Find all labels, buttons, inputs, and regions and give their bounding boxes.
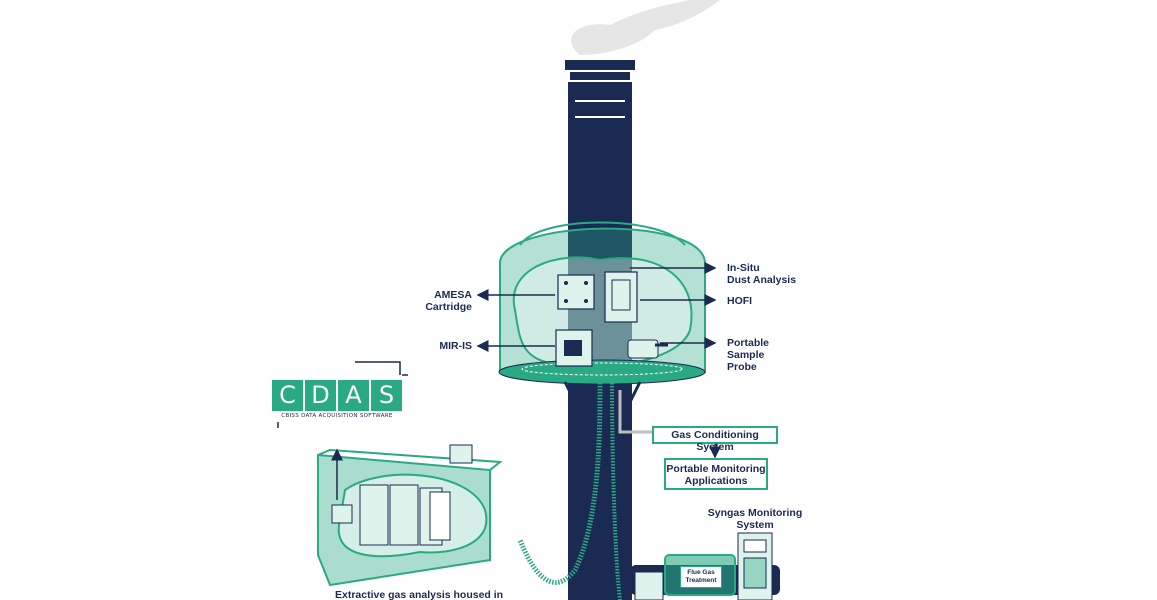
portable-monitoring-box: Portable Monitoring Applications bbox=[664, 458, 768, 490]
label-extractive: Extractive gas analysis housed in bbox=[335, 589, 504, 600]
sample-line-2 bbox=[610, 379, 622, 600]
smoke bbox=[571, 0, 720, 55]
sample-line bbox=[517, 379, 603, 585]
analyser-shelter bbox=[317, 444, 503, 587]
label-amesa: AMESA Cartridge bbox=[425, 289, 472, 313]
label-syngas: Syngas Monitoring System bbox=[707, 507, 803, 531]
label-hofi: HOFI bbox=[727, 295, 753, 307]
cdas-letter: C bbox=[272, 380, 303, 411]
label-in-situ: In-Situ Dust Analysis bbox=[727, 262, 797, 286]
cdas-connector bbox=[277, 361, 408, 428]
conditioning-line bbox=[618, 390, 655, 434]
cdas-letter: A bbox=[338, 380, 369, 411]
cdas-subtitle: CBISS DATA ACQUISITION SOFTWARE bbox=[281, 413, 393, 419]
label-portable-probe: Portable Sample Probe bbox=[727, 337, 770, 373]
syngas-unit bbox=[737, 532, 773, 600]
amesa-cartridge-device bbox=[557, 274, 595, 310]
portable-probe-device bbox=[627, 339, 668, 359]
label-mir-is: MIR-IS bbox=[439, 340, 472, 352]
hofi-device bbox=[604, 271, 638, 323]
flue-gas-box: Flue Gas Treatment bbox=[680, 566, 722, 588]
cdas-logo: C D A S CBISS DATA ACQUISITION SOFTWARE bbox=[272, 380, 404, 424]
cdas-letter: S bbox=[371, 380, 402, 411]
gas-conditioning-box: Gas Conditioning System bbox=[652, 426, 778, 453]
mir-is-device bbox=[555, 329, 593, 367]
cdas-letter: D bbox=[305, 380, 336, 411]
stack-platform bbox=[498, 221, 706, 403]
